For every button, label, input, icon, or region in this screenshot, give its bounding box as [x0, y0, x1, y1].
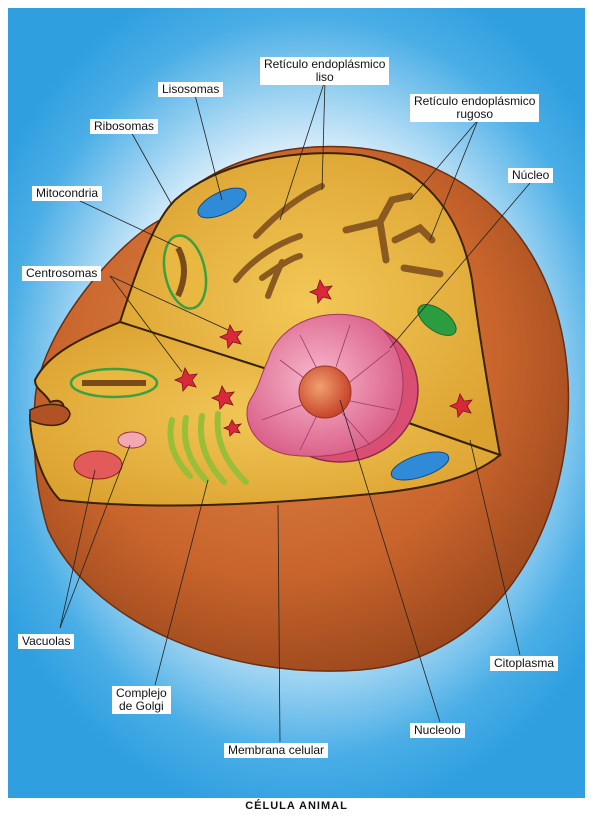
membrane-notch — [29, 403, 71, 427]
label-mitochondria-text: Mitocondria — [36, 186, 99, 200]
lysosome-lower — [390, 451, 450, 481]
label-vacuoles: Vacuolas — [18, 634, 75, 649]
label-smooth-er-line2: liso — [315, 70, 334, 84]
vacuole-small — [117, 431, 147, 449]
golgi-apparatus — [167, 411, 249, 485]
lysosome-upper — [197, 187, 247, 219]
label-mitochondria: Mitocondria — [32, 186, 103, 201]
label-ribosomes: Ribosomas — [90, 119, 159, 134]
label-ribosomes-text: Ribosomas — [94, 119, 155, 133]
label-nucleolus-text: Nucleolo — [414, 723, 461, 737]
vacuole-large — [73, 450, 123, 480]
label-nucleus: Núcleo — [508, 168, 554, 183]
label-centrosomes-text: Centrosomas — [26, 266, 98, 280]
smooth-er — [233, 183, 325, 299]
label-cytoplasm: Citoplasma — [490, 656, 559, 671]
label-nucleus-text: Núcleo — [512, 168, 550, 182]
label-rough-er: Retículo endoplásmico rugoso — [410, 94, 540, 122]
label-cytoplasm-text: Citoplasma — [494, 656, 555, 670]
label-rough-er-line1: Retículo endoplásmico — [414, 94, 536, 108]
label-vacuoles-text: Vacuolas — [22, 634, 71, 648]
label-lysosomes: Lisosomas — [158, 82, 224, 97]
label-centrosomes: Centrosomas — [22, 266, 102, 281]
label-cell-membrane-text: Membrana celular — [228, 743, 325, 757]
label-golgi: Complejo de Golgi — [112, 686, 171, 714]
nucleolus — [298, 365, 352, 419]
page-title: CÉLULA ANIMAL — [245, 800, 348, 812]
label-golgi-line1: Complejo — [116, 686, 167, 700]
label-golgi-line2: de Golgi — [119, 699, 164, 713]
label-cell-membrane: Membrana celular — [224, 743, 329, 758]
rough-er — [342, 192, 444, 278]
label-rough-er-line2: rugoso — [456, 107, 494, 121]
centrosomes — [173, 279, 473, 437]
label-smooth-er: Retículo endoplásmico liso — [260, 57, 390, 85]
leader-lines — [59, 79, 531, 743]
label-nucleolus: Nucleolo — [410, 723, 465, 738]
label-smooth-er-line1: Retículo endoplásmico — [264, 57, 386, 71]
mitochondrion-upper-cristae — [175, 246, 187, 298]
mitochondrion-green — [417, 303, 457, 337]
label-lysosomes-text: Lisosomas — [162, 82, 220, 96]
